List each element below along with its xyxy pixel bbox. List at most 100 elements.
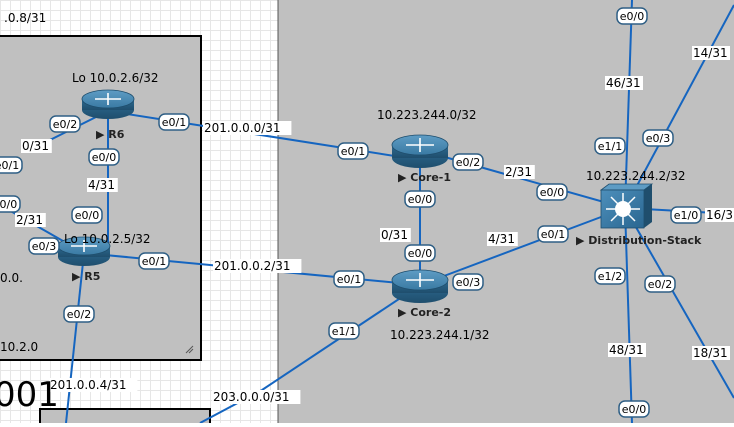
interface-badge-r5-e03[interactable]: e0/3 bbox=[28, 237, 60, 255]
interface-badge-frame bbox=[642, 129, 674, 147]
fragment-bottom-net: 10.2.0 bbox=[0, 340, 38, 354]
link-dist-upright[interactable] bbox=[624, 4, 734, 209]
interface-badge-frame bbox=[63, 305, 95, 323]
router-arrows-icon bbox=[95, 93, 121, 105]
network-label-c2-ext: 203.0.0.0/31 bbox=[213, 390, 290, 404]
network-label-r6-left: 0/31 bbox=[22, 139, 49, 153]
network-label-bg bbox=[87, 178, 118, 192]
interface-label: e0/0 bbox=[75, 209, 99, 222]
interface-badge-frame bbox=[138, 252, 170, 270]
interface-badge-frame bbox=[670, 206, 702, 224]
switch-arrows-icon bbox=[606, 193, 640, 225]
interface-badge-d-e00[interactable]: e0/0 bbox=[536, 183, 568, 201]
interface-badge-frame bbox=[594, 137, 626, 155]
interface-badge-bot-e00[interactable]: e0/0 bbox=[618, 400, 650, 418]
interface-badge-d-e02[interactable]: e0/2 bbox=[644, 275, 676, 293]
link-r5-down[interactable] bbox=[65, 252, 85, 424]
interface-badge-d-e10[interactable]: e1/0 bbox=[670, 206, 702, 224]
interface-label: e0/2 bbox=[67, 308, 91, 321]
interface-badge-d-e01[interactable]: e0/1 bbox=[537, 225, 569, 243]
interface-badge-r5-e01[interactable]: e0/1 bbox=[138, 252, 170, 270]
interface-badge-frame bbox=[618, 400, 650, 418]
interface-badge-c1-e01[interactable]: e0/1 bbox=[337, 142, 369, 160]
network-label-bg bbox=[212, 390, 301, 404]
interface-badge-frame bbox=[594, 267, 626, 285]
interface-label: e0/0 bbox=[408, 193, 432, 206]
core2-loopback: 10.223.244.1/32 bbox=[390, 328, 489, 342]
interface-badge-frame bbox=[71, 206, 103, 224]
interface-label: e0/0 bbox=[620, 10, 644, 23]
interface-badge-r5-e00[interactable]: e0/0 bbox=[71, 206, 103, 224]
router-r5[interactable] bbox=[57, 236, 111, 266]
router-core1[interactable] bbox=[391, 134, 449, 168]
network-label-d-down: 48/31 bbox=[609, 343, 644, 357]
interface-badge-left-e00[interactable]: e0/0 bbox=[0, 195, 21, 213]
interface-label: e0/1 bbox=[341, 145, 365, 158]
resize-handle-icon[interactable] bbox=[185, 345, 194, 354]
network-label-r5-left: 2/31 bbox=[16, 213, 43, 227]
network-label-bg bbox=[608, 343, 646, 357]
interface-label: e0/3 bbox=[646, 132, 670, 145]
network-label-bg bbox=[504, 165, 535, 179]
link-dist-downright[interactable] bbox=[624, 207, 734, 399]
r6-loopback: Lo 10.0.2.6/32 bbox=[72, 71, 159, 85]
interface-badge-r5-e02[interactable]: e0/2 bbox=[63, 305, 95, 323]
interface-badge-frame bbox=[644, 275, 676, 293]
interface-badge-c1-e00[interactable]: e0/0 bbox=[404, 190, 436, 208]
interface-badge-d-e12[interactable]: e1/2 bbox=[594, 267, 626, 285]
link-core2-dist[interactable] bbox=[419, 207, 626, 286]
interface-label: e1/1 bbox=[598, 140, 622, 153]
interface-badge-frame bbox=[452, 273, 484, 291]
interface-badge-c2-e03[interactable]: e0/3 bbox=[452, 273, 484, 291]
interface-label: e1/1 bbox=[332, 325, 356, 338]
core-zone bbox=[278, 0, 734, 423]
interface-label: e1/0 bbox=[674, 209, 698, 222]
interface-badge-frame bbox=[0, 156, 23, 174]
network-label-r6-r5: 4/31 bbox=[88, 178, 115, 192]
interface-badge-d-e03[interactable]: e0/3 bbox=[642, 129, 674, 147]
interface-badge-frame bbox=[404, 244, 436, 262]
interface-badge-r6-e02[interactable]: e0/2 bbox=[49, 115, 81, 133]
interface-label: e0/1 bbox=[142, 255, 166, 268]
network-label-r5-down: 201.0.0.4/31 bbox=[50, 378, 127, 392]
interface-badge-frame bbox=[536, 183, 568, 201]
interface-badge-r6-e01[interactable]: e0/1 bbox=[158, 113, 190, 131]
interface-label: e0/3 bbox=[456, 276, 480, 289]
core1-hostname: ▶ Core-1 bbox=[398, 171, 451, 184]
interface-badge-frame bbox=[452, 153, 484, 171]
interface-label: e0/0 bbox=[0, 198, 17, 211]
fragment-site-number: 001 bbox=[0, 375, 59, 415]
interface-badge-frame bbox=[28, 237, 60, 255]
network-label-bg bbox=[692, 46, 730, 60]
interface-badge-frame bbox=[88, 148, 120, 166]
dist-hostname: ▶ Distribution-Stack bbox=[576, 234, 702, 247]
network-label-bg bbox=[49, 378, 138, 392]
interface-badge-c2-e01[interactable]: e0/1 bbox=[333, 270, 365, 288]
link-dist-down[interactable] bbox=[624, 207, 633, 424]
interface-badge-c2-e00[interactable]: e0/0 bbox=[404, 244, 436, 262]
interface-badge-frame bbox=[328, 322, 360, 340]
switch-distribution[interactable] bbox=[599, 183, 654, 229]
interface-badge-frame bbox=[158, 113, 190, 131]
network-label-c1-d: 2/31 bbox=[505, 165, 532, 179]
network-label-bg bbox=[21, 139, 52, 153]
interface-badge-frame bbox=[404, 190, 436, 208]
network-label-bg bbox=[15, 213, 46, 227]
fragment-top-net: .0.8/31 bbox=[4, 11, 46, 25]
interface-badge-top-e00[interactable]: e0/0 bbox=[616, 7, 648, 25]
interface-badge-c1-e02[interactable]: e0/2 bbox=[452, 153, 484, 171]
network-label-d-ur: 14/31 bbox=[693, 46, 728, 60]
interface-badge-c2-e11[interactable]: e1/1 bbox=[328, 322, 360, 340]
link-dist-up[interactable] bbox=[624, 0, 633, 209]
interface-label: e0/1 bbox=[0, 159, 19, 172]
interface-badge-left-e01[interactable]: e0/1 bbox=[0, 156, 23, 174]
r5-loopback: Lo 10.0.2.5/32 bbox=[64, 232, 151, 246]
interface-badge-r6-e00[interactable]: e0/0 bbox=[88, 148, 120, 166]
network-label-d-up: 46/31 bbox=[606, 76, 641, 90]
interface-badge-d-e11[interactable]: e1/1 bbox=[594, 137, 626, 155]
core2-hostname: ▶ Core-2 bbox=[398, 306, 451, 319]
router-core2[interactable] bbox=[391, 269, 449, 303]
router-r6[interactable] bbox=[81, 89, 135, 119]
